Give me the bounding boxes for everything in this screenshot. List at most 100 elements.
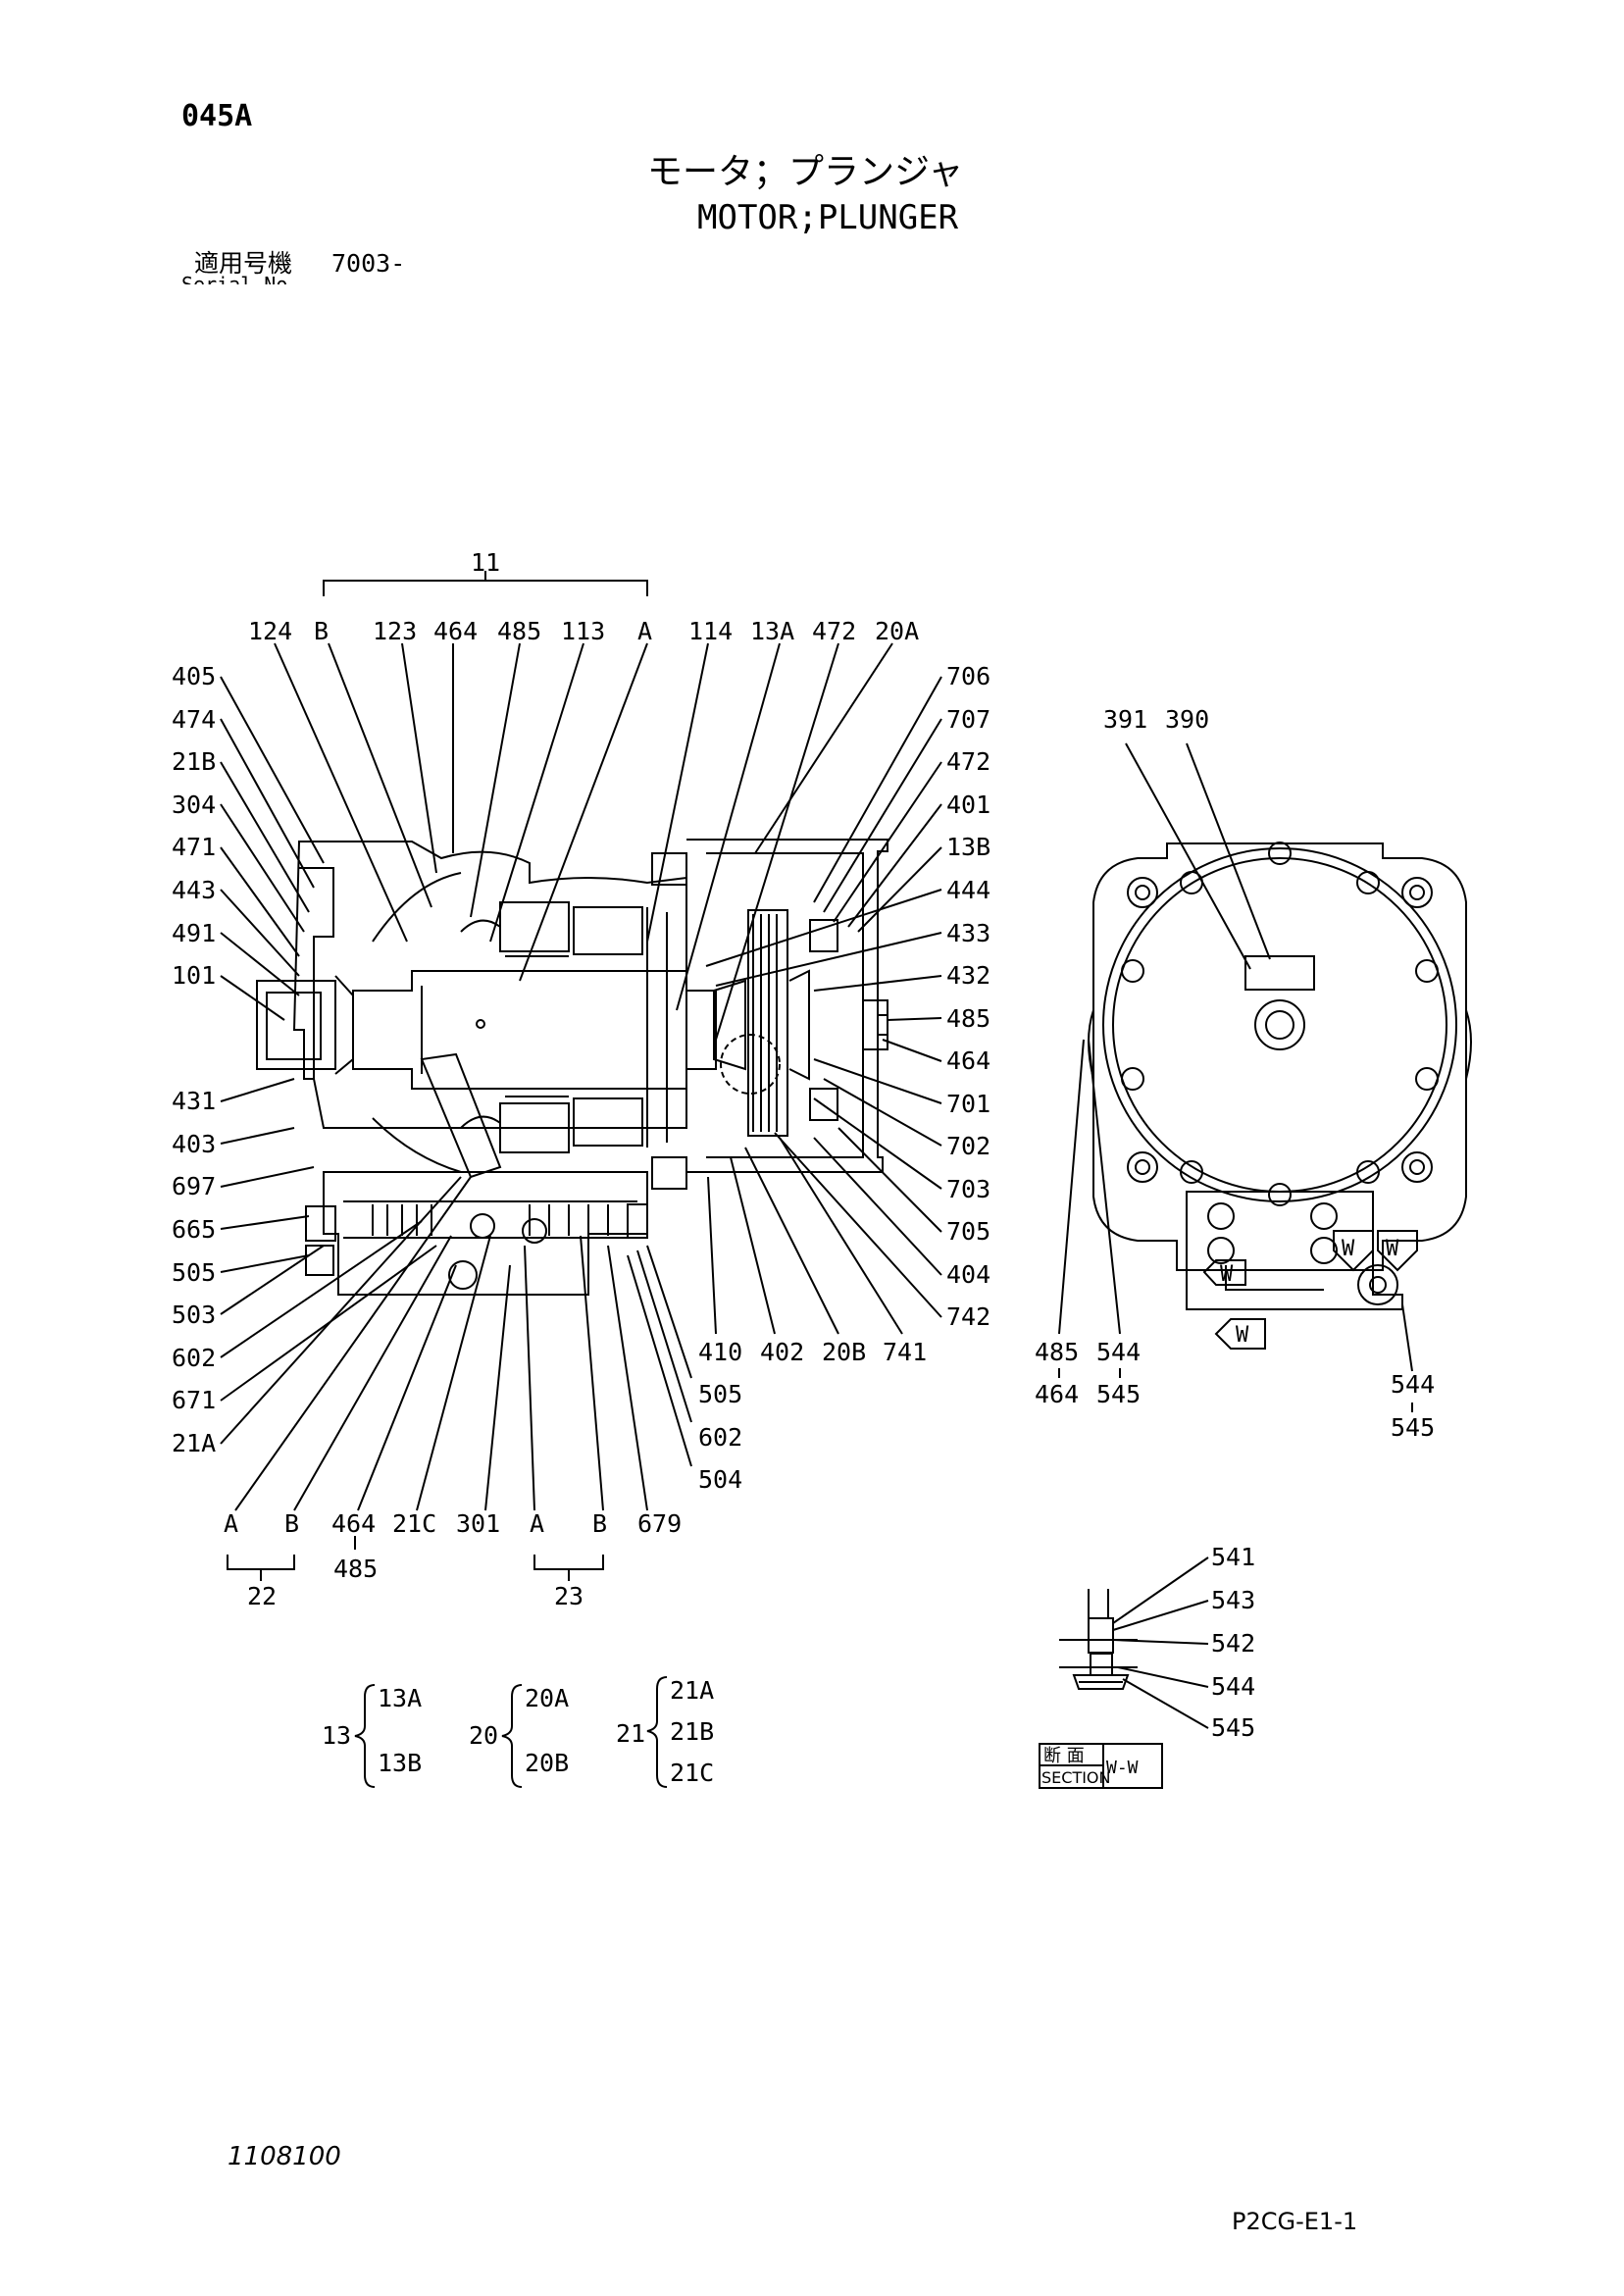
callout-bottom: 485 xyxy=(333,1555,378,1583)
callout-left: 491 xyxy=(172,919,216,947)
legend-item: 13A xyxy=(378,1684,422,1712)
callout-section: 544 xyxy=(1211,1672,1255,1701)
callout-bottom: 410 xyxy=(698,1338,742,1366)
callout-right: 444 xyxy=(946,876,990,904)
callout-left: 505 xyxy=(172,1258,216,1287)
callout-right: 707 xyxy=(946,705,990,734)
callout-end: 545 xyxy=(1096,1380,1141,1408)
section-marker-w: W xyxy=(1386,1237,1399,1261)
callout-end: 390 xyxy=(1165,705,1209,734)
callout-left: 304 xyxy=(172,791,216,819)
callout-bottom: 20B xyxy=(822,1338,866,1366)
title-english: MOTOR;PLUNGER xyxy=(697,198,959,237)
serial-value: 7003- xyxy=(331,249,406,278)
callout-right: 702 xyxy=(946,1132,990,1160)
callout-right: 472 xyxy=(946,747,990,776)
callout-left: 671 xyxy=(172,1386,216,1414)
callout-bottom: 679 xyxy=(637,1509,682,1538)
page-id: P2CG-E1-1 xyxy=(1232,2208,1358,2235)
callout-end: 544 xyxy=(1096,1338,1141,1366)
callout-bottom: 741 xyxy=(883,1338,927,1366)
callout-top-124: 124 xyxy=(248,617,292,645)
callout-top-A: A xyxy=(637,617,652,645)
callout-right: 464 xyxy=(946,1046,990,1075)
callout-bottom: 402 xyxy=(760,1338,804,1366)
callout-section: 543 xyxy=(1211,1586,1255,1614)
legend-item: 21A xyxy=(670,1676,714,1705)
callout-end: 544 xyxy=(1391,1370,1435,1399)
callout-right: 432 xyxy=(946,961,990,990)
callout-group-22: 22 xyxy=(247,1582,277,1610)
drawing-number: 1108100 xyxy=(228,2142,341,2171)
callout-section: 545 xyxy=(1211,1713,1255,1742)
legend-item: 21B xyxy=(670,1717,714,1746)
callout-left: 503 xyxy=(172,1301,216,1329)
callout-bottom: B xyxy=(592,1509,607,1538)
leaders-bottom xyxy=(227,1137,903,1581)
callout-bottom: 505 xyxy=(698,1380,742,1408)
section-marker-w: W xyxy=(1342,1237,1355,1261)
section-markers xyxy=(1202,1230,1418,1350)
legend-item: 20B xyxy=(525,1749,569,1777)
callout-top-472: 472 xyxy=(812,617,856,645)
callout-right: 701 xyxy=(946,1090,990,1118)
motor-cross-section xyxy=(256,839,888,1296)
callout-left: 101 xyxy=(172,961,216,990)
callout-section: 542 xyxy=(1211,1629,1255,1658)
callout-left: 474 xyxy=(172,705,216,734)
callout-left: 602 xyxy=(172,1344,216,1372)
callout-bottom: A xyxy=(224,1509,238,1538)
callout-top-485: 485 xyxy=(497,617,541,645)
callout-top-20A: 20A xyxy=(875,617,919,645)
leaders-left xyxy=(220,676,462,1445)
serial-label-english: Serial No. xyxy=(181,275,299,284)
callout-bottom: B xyxy=(284,1509,299,1538)
callout-right: 706 xyxy=(946,662,990,690)
serial-label-japanese: 適用号機 xyxy=(194,249,293,278)
legend-group-id: 21 xyxy=(616,1719,645,1748)
stamp-ref: W-W xyxy=(1106,1758,1139,1778)
callout-left: 471 xyxy=(172,833,216,861)
legend-group-id: 20 xyxy=(469,1721,498,1750)
leaders-top xyxy=(274,642,893,1041)
callout-left: 403 xyxy=(172,1130,216,1158)
bracket-11 xyxy=(323,580,648,596)
callouts-end-view: 391 390 485 464 544 545 544 545 W W W W xyxy=(1035,705,1435,1442)
callout-end: 464 xyxy=(1035,1380,1079,1408)
callout-bottom: 21C xyxy=(392,1509,436,1538)
legend-item: 20A xyxy=(525,1684,569,1712)
callout-top-113: 113 xyxy=(561,617,605,645)
callout-left: 697 xyxy=(172,1172,216,1200)
section-stamp xyxy=(1039,1743,1163,1789)
legend-item: 13B xyxy=(378,1749,422,1777)
stamp-jp: 断 面 xyxy=(1043,1746,1085,1766)
callout-top-123: 123 xyxy=(373,617,417,645)
callout-right: 13B xyxy=(946,833,990,861)
diagram-code: 045A xyxy=(181,99,253,133)
section-marker-w: W xyxy=(1220,1262,1234,1287)
callout-group-11: 11 xyxy=(471,548,500,577)
callout-bottom: A xyxy=(530,1509,544,1538)
callout-right: 433 xyxy=(946,919,990,947)
callouts-right: 706 707 472 401 13B 444 433 432 485 464 … xyxy=(946,662,990,1331)
callout-section: 541 xyxy=(1211,1543,1255,1571)
callout-top-464: 464 xyxy=(433,617,478,645)
callout-right: 404 xyxy=(946,1260,990,1289)
motor-end-view xyxy=(1088,842,1472,1310)
leaders-right xyxy=(705,676,942,1318)
callout-right: 401 xyxy=(946,791,990,819)
callout-left: 665 xyxy=(172,1215,216,1244)
callout-right: 705 xyxy=(946,1217,990,1246)
callout-right: 742 xyxy=(946,1302,990,1331)
callout-bottom: 504 xyxy=(698,1465,742,1494)
callout-top-114: 114 xyxy=(688,617,733,645)
callout-top-13A: 13A xyxy=(750,617,794,645)
callout-right: 485 xyxy=(946,1004,990,1033)
callout-group-23: 23 xyxy=(554,1582,584,1610)
callout-left: 405 xyxy=(172,662,216,690)
callout-bottom: 464 xyxy=(331,1509,376,1538)
callout-top-B: B xyxy=(314,617,329,645)
legend-braces xyxy=(354,1676,668,1788)
legend-item: 21C xyxy=(670,1759,714,1787)
